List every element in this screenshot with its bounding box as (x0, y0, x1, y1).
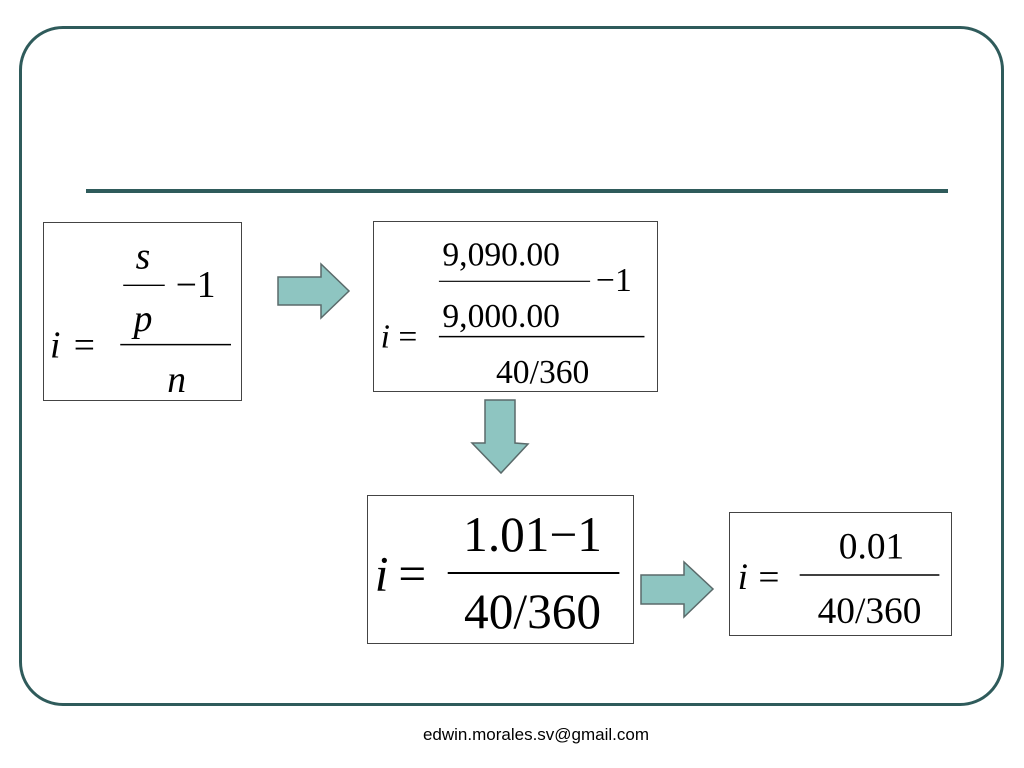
simplified-box: 1.01−1 i = 40/360 (367, 495, 634, 644)
simplified-equation: 1.01−1 i = 40/360 (375, 507, 620, 639)
substituted-box: 9,090.00 9,000.00 −1 i = 40/360 (373, 221, 658, 392)
equals-sign: = (398, 547, 426, 602)
numerator: 0.01 (839, 526, 904, 567)
lhs-variable: i (50, 325, 60, 366)
formula-equation: s p −1 i = n (50, 236, 231, 400)
lhs-variable: i (375, 547, 389, 602)
substituted-equation: 9,090.00 9,000.00 −1 i = 40/360 (381, 236, 645, 391)
denominator: 40/360 (496, 354, 589, 391)
lhs-variable: i (738, 557, 748, 598)
lhs-variable: i (381, 319, 390, 356)
numerator-top: 9,090.00 (442, 236, 560, 273)
slide-frame (19, 26, 1004, 706)
denominator: 40/360 (818, 591, 922, 632)
result-equation: 0.01 i = 40/360 (738, 526, 940, 632)
result-box: 0.01 i = 40/360 (729, 512, 952, 636)
numerator-bottom: 9,000.00 (442, 298, 560, 335)
right-arrow-icon (640, 560, 715, 619)
numerator-bottom: p (131, 299, 153, 340)
numerator-top: s (136, 236, 151, 277)
title-divider (86, 189, 948, 193)
denominator: 40/360 (464, 584, 601, 639)
footer-email: edwin.morales.sv@gmail.com (422, 725, 650, 744)
down-arrow-icon (470, 399, 530, 475)
numerator: 1.01−1 (463, 507, 602, 562)
equals-sign: = (398, 319, 417, 356)
minus-one: −1 (596, 262, 632, 299)
equals-sign: = (758, 557, 779, 598)
right-arrow-icon (277, 262, 351, 320)
denominator: n (167, 360, 186, 400)
formula-box: s p −1 i = n (43, 222, 242, 401)
equals-sign: = (74, 325, 95, 366)
minus-one: −1 (176, 265, 216, 306)
